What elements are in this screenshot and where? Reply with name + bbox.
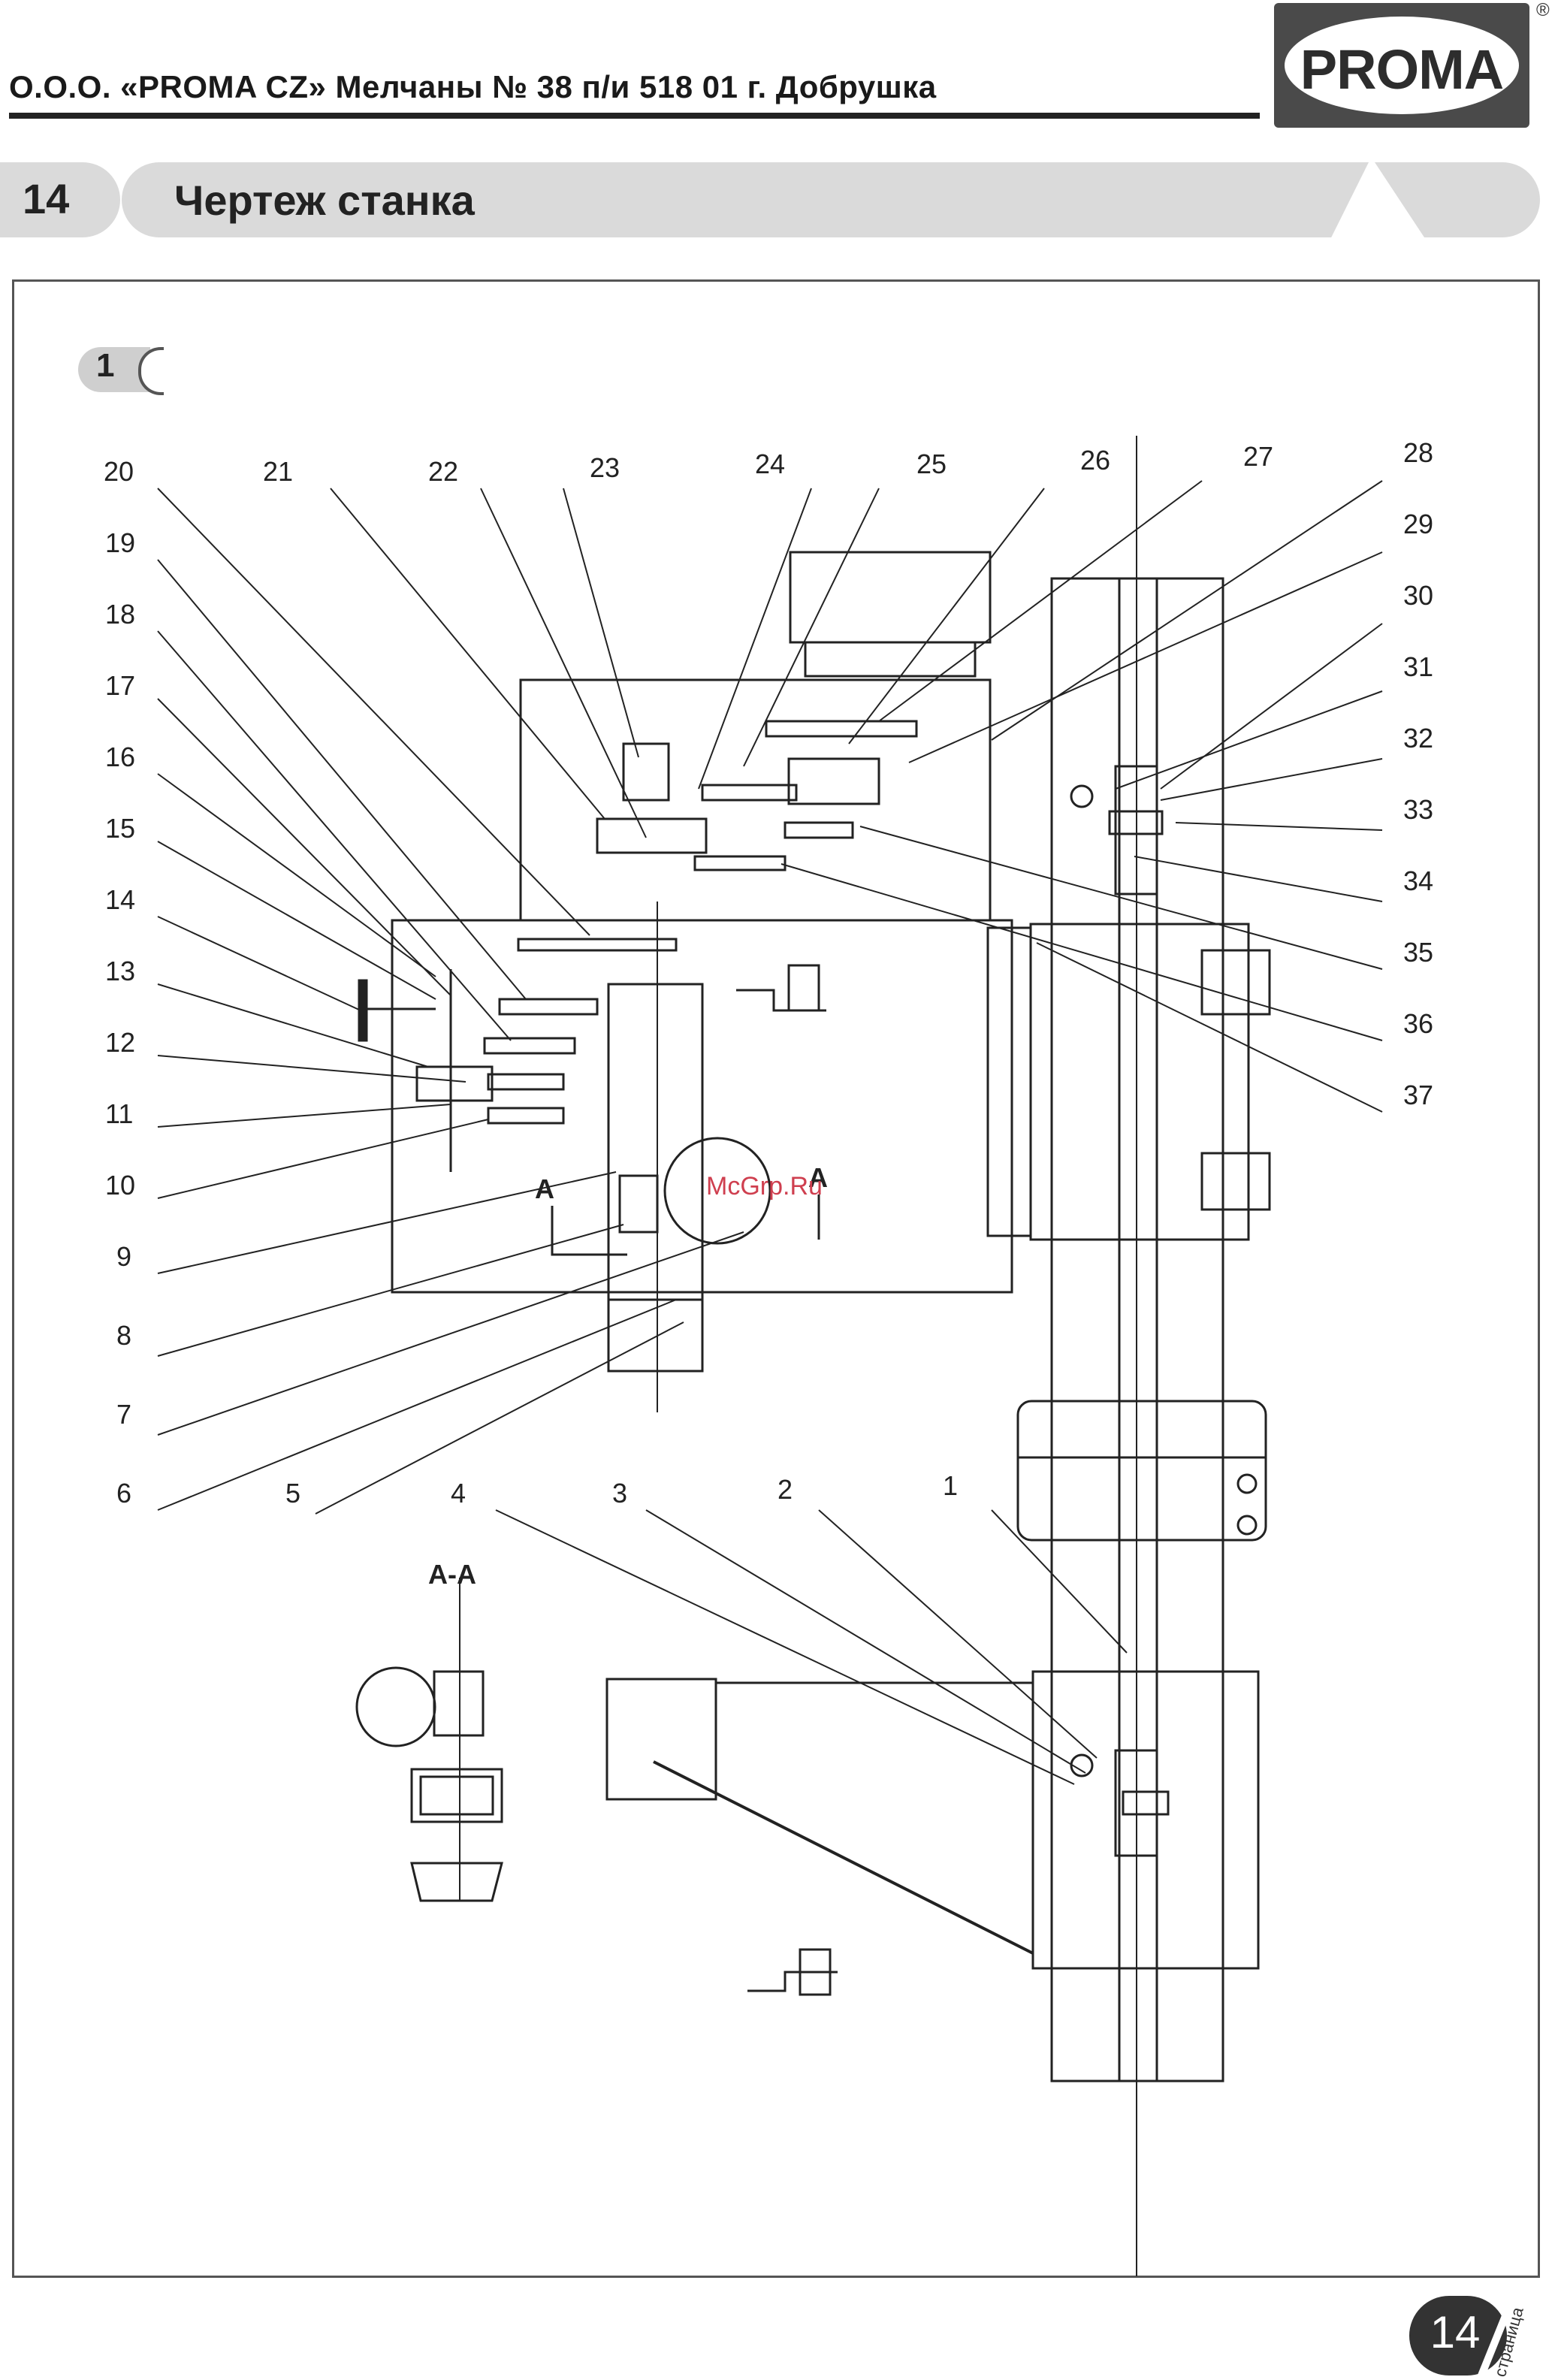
- callout-22: 22: [428, 456, 458, 487]
- callout-36: 36: [1403, 1008, 1433, 1039]
- callout-4: 4: [451, 1478, 466, 1509]
- quill: [608, 984, 702, 1300]
- callout-8: 8: [116, 1320, 131, 1351]
- callout-35: 35: [1403, 937, 1433, 968]
- callout-9: 9: [116, 1241, 131, 1272]
- callout-28: 28: [1403, 437, 1433, 468]
- callout-3: 3: [612, 1478, 627, 1509]
- callout-10: 10: [105, 1170, 135, 1201]
- callout-29: 29: [1403, 509, 1433, 539]
- callouts-right: 29 30 31 32 33 34 35 36 37: [1403, 509, 1433, 1110]
- motor-flange: [805, 642, 975, 676]
- cut-label-a-left: А: [535, 1173, 554, 1204]
- callout-18: 18: [105, 599, 135, 630]
- callout-27: 27: [1243, 441, 1273, 472]
- callout-31: 31: [1403, 651, 1433, 682]
- callout-15: 15: [105, 813, 135, 844]
- callout-2: 2: [777, 1474, 793, 1505]
- worm-block: [620, 1176, 657, 1232]
- callout-14: 14: [105, 884, 135, 915]
- callout-25: 25: [916, 449, 947, 479]
- callout-5: 5: [285, 1478, 300, 1509]
- callout-1: 1: [943, 1470, 958, 1501]
- callout-33: 33: [1403, 794, 1433, 825]
- section-a-a-view: [357, 1578, 502, 1901]
- callout-21: 21: [263, 456, 293, 487]
- callout-12: 12: [105, 1027, 135, 1058]
- callout-11: 11: [105, 1098, 133, 1129]
- table-top: [607, 1679, 716, 1799]
- callout-13: 13: [105, 956, 135, 986]
- upper-handle: [1071, 786, 1092, 807]
- callout-23: 23: [590, 452, 620, 483]
- callout-34: 34: [1403, 865, 1433, 896]
- clamp-lower: [1202, 1153, 1270, 1210]
- head-sleeve: [1031, 924, 1249, 1240]
- callout-16: 16: [105, 741, 135, 772]
- table-bracket: [1033, 1672, 1258, 1968]
- sleeve-guide: [988, 928, 1031, 1236]
- leader-lines: [158, 481, 1382, 1784]
- callout-17: 17: [105, 670, 135, 701]
- callout-26: 26: [1080, 445, 1110, 476]
- section-label-a-a: А-А: [428, 1559, 476, 1590]
- callout-37: 37: [1403, 1080, 1433, 1110]
- callout-32: 32: [1403, 723, 1433, 754]
- callouts-bottom: 5 4 3 2 1: [285, 1470, 958, 1509]
- watermark: McGrp.Ru: [706, 1172, 823, 1201]
- page-number: 14: [1415, 2306, 1495, 2358]
- callout-20: 20: [104, 456, 134, 487]
- callout-6: 6: [116, 1478, 131, 1509]
- table-arm-brace: [654, 1762, 1033, 1953]
- spindle-nose: [608, 1300, 702, 1371]
- feed-drive-box: [417, 1067, 492, 1101]
- callouts-left: 19 18 17 16 15 14 13 12 11 10 9 8 7 6: [105, 527, 135, 1509]
- callout-30: 30: [1403, 580, 1433, 611]
- callout-19: 19: [105, 527, 135, 558]
- callout-7: 7: [116, 1399, 131, 1430]
- column-collar: [1018, 1401, 1266, 1540]
- callouts-top: 20 21 22 23 24 25 26 27 28: [104, 437, 1433, 487]
- callout-24: 24: [755, 449, 785, 479]
